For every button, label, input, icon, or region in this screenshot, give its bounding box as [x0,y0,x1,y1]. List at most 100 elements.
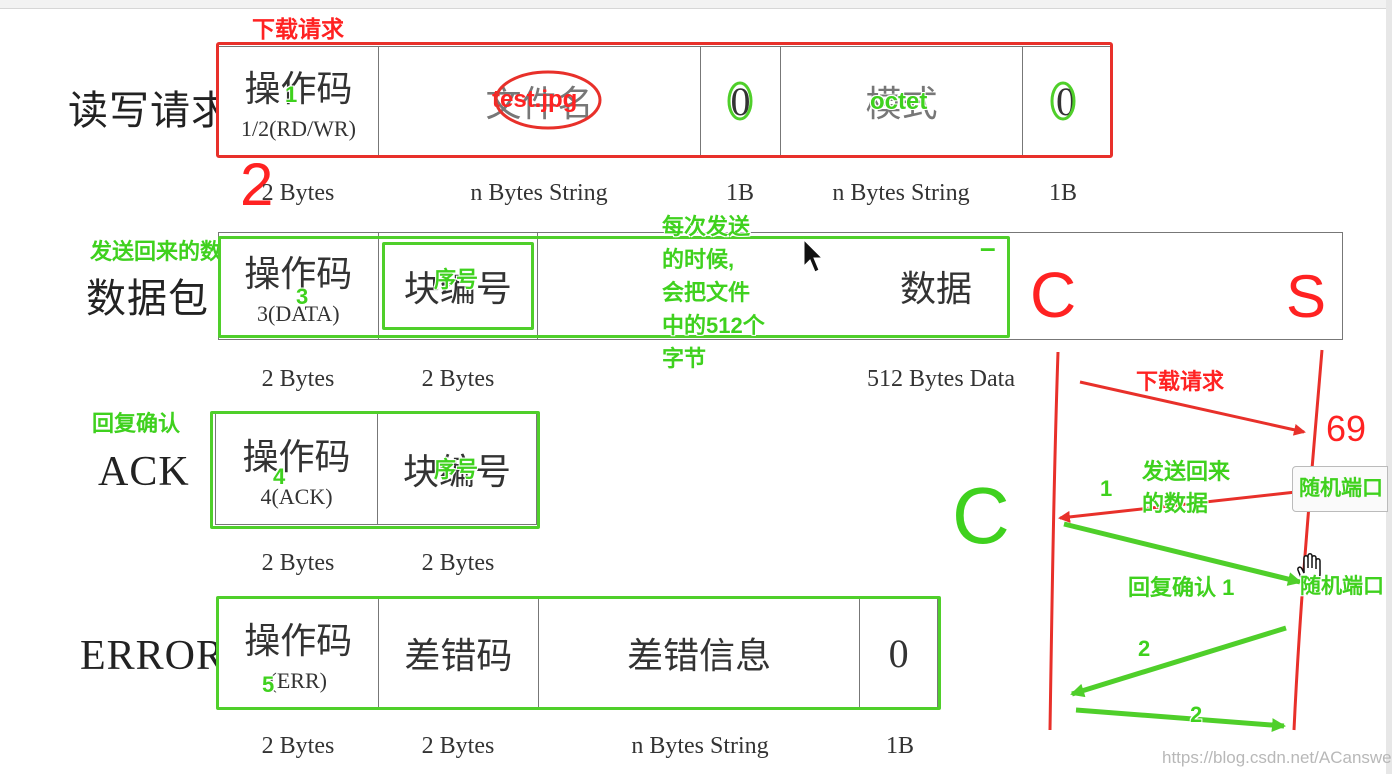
rrq-opcode-text: 操作码 [244,69,353,110]
top-strip [0,0,1392,9]
seq-download-request-label: 下载请求 [1136,369,1225,394]
ack-block-text: 块编号 [402,452,511,493]
data-note-line-3: 中的512个 [662,313,765,338]
data-opcode-cell: 操作码 3(DATA) [219,233,379,339]
data-note-annotation: 每次发送 的时候, 会把文件 中的512个 字节 [662,210,765,375]
ack-block-annotation: 序号 [434,457,479,482]
hand-cursor-icon [1297,553,1321,585]
data-payload-cell: 数据 [538,233,1342,339]
data-dash-annotation: – [980,232,996,263]
download-request-arrow [1079,380,1306,436]
data-green-highlight [218,236,1010,338]
zero2-circle [1050,81,1076,121]
filename-circle [494,70,602,130]
error-opcode-sub: (ERR) [269,668,327,693]
data-bytes-1: 2 Bytes [421,366,495,392]
step2-right-arrow [1075,707,1286,733]
rrq-filename-text: 文件名 [485,84,594,125]
error-bytes-3: 1B [885,733,915,759]
data-payload-text: 数据 [899,269,972,310]
error-zero-cell: 0 [860,599,937,707]
rrq-packet: 操作码 1/2(RD/WR) 文件名 0 模式 0 [218,46,1111,156]
ack-packet: 操作码 4(ACK) 块编号 [215,413,537,525]
watermark-text: https://blog.csdn.net/ACanswer [1162,748,1392,767]
data-packet: 操作码 3(DATA) 块编号 数据 [218,232,1343,340]
ack-row-label: ACK [98,449,190,495]
data-note-line-1: 的时候, [662,247,735,272]
seq-step2b-label: 2 [1190,702,1203,727]
ack1-arrow [1063,521,1302,586]
server-lifeline [1292,349,1324,731]
rrq-bytes-4: 1B [1048,180,1078,206]
data-note-line-0: 每次发送 [662,214,751,239]
step2-left-arrow [1070,625,1287,698]
error-row-label: ERROR [80,633,226,679]
ack-bytes-1: 2 Bytes [421,550,495,576]
error-code-text: 差错码 [404,636,513,677]
error-zero-text: 0 [888,630,909,676]
ack-block-cell: 块编号 [378,414,536,524]
seq-step1-label: 1 [1100,476,1113,501]
rrq-bytes-3: n Bytes String [832,180,970,206]
error-opcode-cell: 操作码 (ERR) [219,599,379,707]
rrq-opcode-annotation: 1 [285,82,298,107]
data-client-annotation: C [1030,259,1077,331]
data-block-green-highlight [382,242,534,330]
data-block-annotation: 序号 [434,267,479,292]
seq-ack1-label: 回复确认 1 [1128,575,1235,600]
client-lifeline [1048,351,1060,731]
data-block-text: 块编号 [403,269,512,310]
error-bytes-1: 2 Bytes [421,733,495,759]
rrq-mode-annotation: octet [870,88,928,115]
random-port-label-1: 随机端口 [1299,477,1383,500]
random-port-box-1: 随机端口 [1292,466,1388,512]
error-opcode-annotation: 5 [262,672,275,697]
rrq-bytes-1: n Bytes String [470,180,608,206]
rrq-mode-cell: 模式 [781,47,1023,155]
ack-green-highlight [210,411,540,529]
ack-opcode-text: 操作码 [242,437,351,478]
rrq-filename-annotation: test.jpg [492,86,578,113]
rrq-row-label: 读写请求 [68,88,232,134]
error-green-highlight [216,596,941,710]
data-opcode-annotation: 3 [296,284,309,309]
ack-bytes-0: 2 Bytes [261,550,335,576]
error-packet: 操作码 (ERR) 差错码 差错信息 0 [218,598,938,708]
rrq-red-highlight [216,42,1113,158]
data-server-annotation: S [1286,263,1327,330]
error-code-cell: 差错码 [379,599,540,707]
data-bytes-0: 2 Bytes [261,366,335,392]
error-message-text: 差错信息 [627,636,772,677]
data-note-line-2: 会把文件 [662,280,751,305]
data-note-line-4: 字节 [662,346,707,371]
data-bytes-2: 512 Bytes Data [867,366,1015,392]
error-bytes-2: n Bytes String [631,733,769,759]
rrq-bytes-2: 1B [725,180,755,206]
rrq-bytes-0: 2 Bytes [261,180,335,206]
rrq-mode-text: 模式 [865,84,938,125]
random-port-label-2: 随机端口 [1300,575,1384,598]
rrq-opcode-hand-annotation: 2 [240,151,274,218]
error-bytes-0: 2 Bytes [261,733,335,759]
seq-port-69-label: 69 [1326,408,1367,449]
rrq-opcode-cell: 操作码 1/2(RD/WR) [219,47,379,155]
seq-send-back-line-1: 的数据 [1142,491,1209,516]
right-edge [1386,0,1392,774]
data-opcode-sub: 3(DATA) [257,301,340,326]
data-block-cell: 块编号 [379,233,539,339]
ack-opcode-annotation: 4 [273,464,286,489]
rrq-opcode-sub: 1/2(RD/WR) [241,116,356,141]
error-opcode-text: 操作码 [244,621,353,662]
rrq-filename-cell: 文件名 [379,47,701,155]
send-back-arrow [1058,490,1297,523]
data-row-label: 数据包 [86,276,209,322]
error-message-cell: 差错信息 [539,599,861,707]
ack-title-annotation: 回复确认 [92,411,181,436]
seq-step2a-label: 2 [1138,636,1151,661]
seq-send-back-label: 发送回来 的数据 [1142,456,1230,520]
seq-client-label: C [952,471,1010,560]
top-download-label: 下载请求 [252,16,344,42]
mouse-cursor-icon [803,238,824,273]
rrq-zero1-cell: 0 [701,47,781,155]
